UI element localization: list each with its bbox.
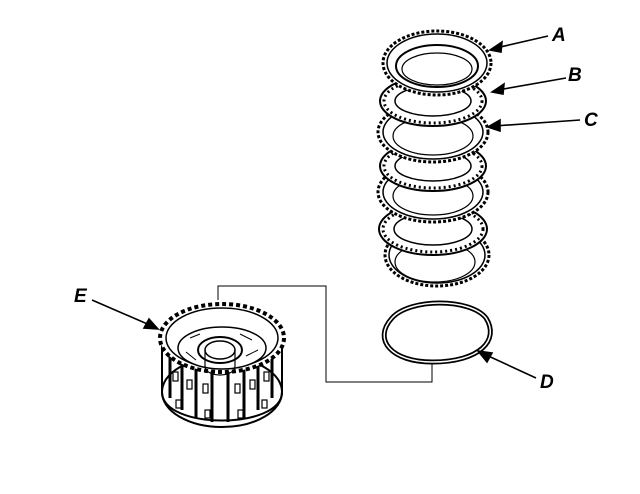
- clutch-drum: [158, 302, 286, 428]
- end-plate-a: [381, 29, 493, 97]
- label-c: C: [584, 110, 598, 131]
- callout-arrows: [91, 35, 581, 379]
- label-b: B: [568, 65, 582, 86]
- assembly-leader-line: [217, 285, 433, 383]
- o-ring: [381, 300, 493, 365]
- label-a: A: [551, 25, 566, 46]
- clutch-plate-stack: [376, 29, 493, 288]
- label-e: E: [74, 286, 88, 307]
- label-d: D: [540, 372, 554, 393]
